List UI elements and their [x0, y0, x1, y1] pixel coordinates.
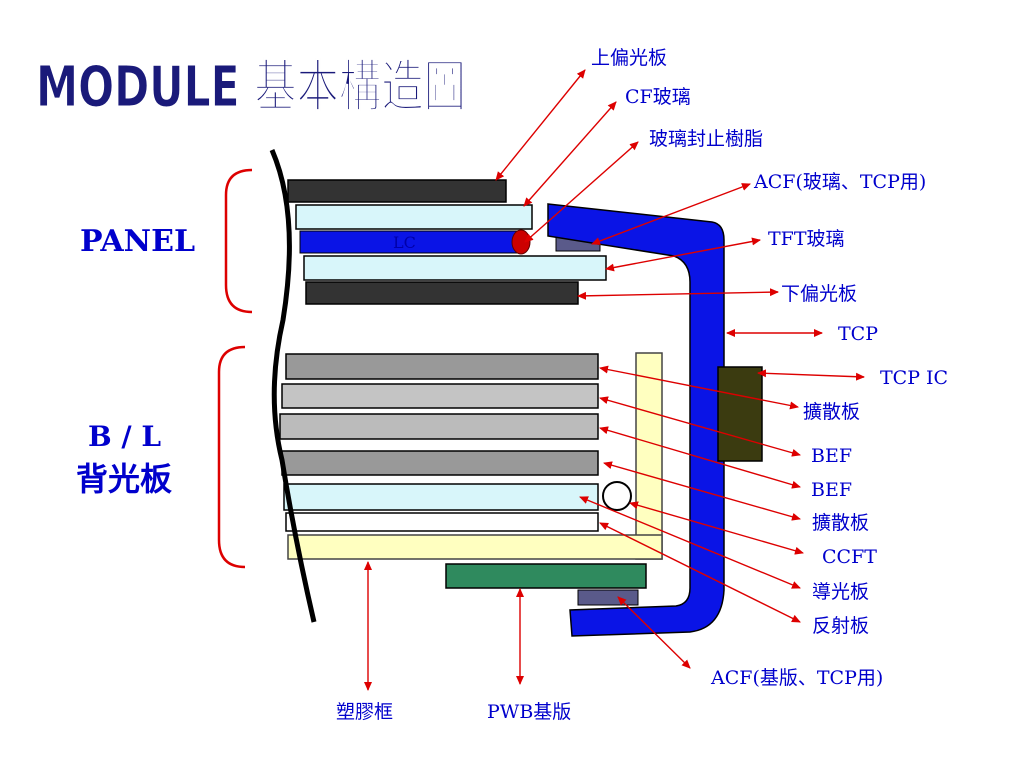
label-tft-glass: TFT玻璃 — [768, 228, 845, 250]
label-tcp: TCP — [838, 323, 878, 345]
bef-sheet-1 — [281, 383, 599, 409]
label-glass-seal-resin: 玻璃封止樹脂 — [649, 128, 763, 150]
label-diffuser-1: 擴散板 — [803, 401, 860, 423]
glass-seal-resin — [511, 229, 531, 255]
label-bef-1: BEF — [811, 445, 852, 467]
acf-pwb-tcp — [577, 589, 639, 606]
callout-labels: 上偏光板 CF玻璃 玻璃封止樹脂 ACF(玻璃、TCP用) TFT玻璃 下偏光板… — [336, 47, 948, 723]
panel-bracket — [224, 168, 253, 314]
upper-polarizer — [287, 179, 507, 203]
label-lower-polarizer: 下偏光板 — [781, 283, 857, 305]
cf-glass — [295, 204, 533, 230]
light-guide-plate — [283, 483, 599, 511]
label-light-guide: 導光板 — [812, 581, 869, 603]
label-bef-2: BEF — [811, 479, 852, 501]
lc-label: LC — [393, 233, 416, 252]
label-acf-glass-tcp: ACF(玻璃、TCP用) — [753, 171, 926, 193]
label-cf-glass: CF玻璃 — [625, 86, 691, 108]
diffuser-sheet-2 — [281, 450, 599, 476]
label-diffuser-2: 擴散板 — [812, 512, 869, 534]
backlight-label-cn: 背光板 — [76, 460, 172, 498]
cutaway-edge — [269, 149, 317, 623]
label-acf-pwb-tcp: ACF(基版、TCP用) — [710, 667, 883, 689]
panel-label: PANEL — [80, 224, 195, 259]
backlight-layers — [279, 353, 632, 532]
ccft-lamp — [602, 481, 632, 511]
diagram-title: MODULE 基本構造圖 — [36, 55, 466, 120]
label-plastic-frame: 塑膠框 — [336, 701, 393, 723]
label-pwb-board: PWB基版 — [487, 701, 571, 723]
reflector-sheet — [285, 512, 599, 532]
label-upper-polarizer: 上偏光板 — [591, 47, 667, 69]
label-ccft: CCFT — [822, 546, 877, 568]
label-reflector: 反射板 — [812, 615, 869, 637]
pwb-board — [445, 563, 647, 589]
lower-polarizer — [305, 281, 579, 305]
callout-arrows — [364, 69, 865, 691]
bef-sheet-2 — [279, 413, 599, 440]
tcp-ic — [717, 366, 763, 462]
label-tcp-ic: TCP IC — [880, 367, 948, 389]
backlight-label: B / L — [88, 420, 161, 453]
diffuser-sheet-1 — [285, 353, 599, 380]
panel-layers: LC — [287, 179, 607, 305]
tft-glass — [303, 255, 607, 281]
backlight-bracket — [217, 345, 246, 569]
